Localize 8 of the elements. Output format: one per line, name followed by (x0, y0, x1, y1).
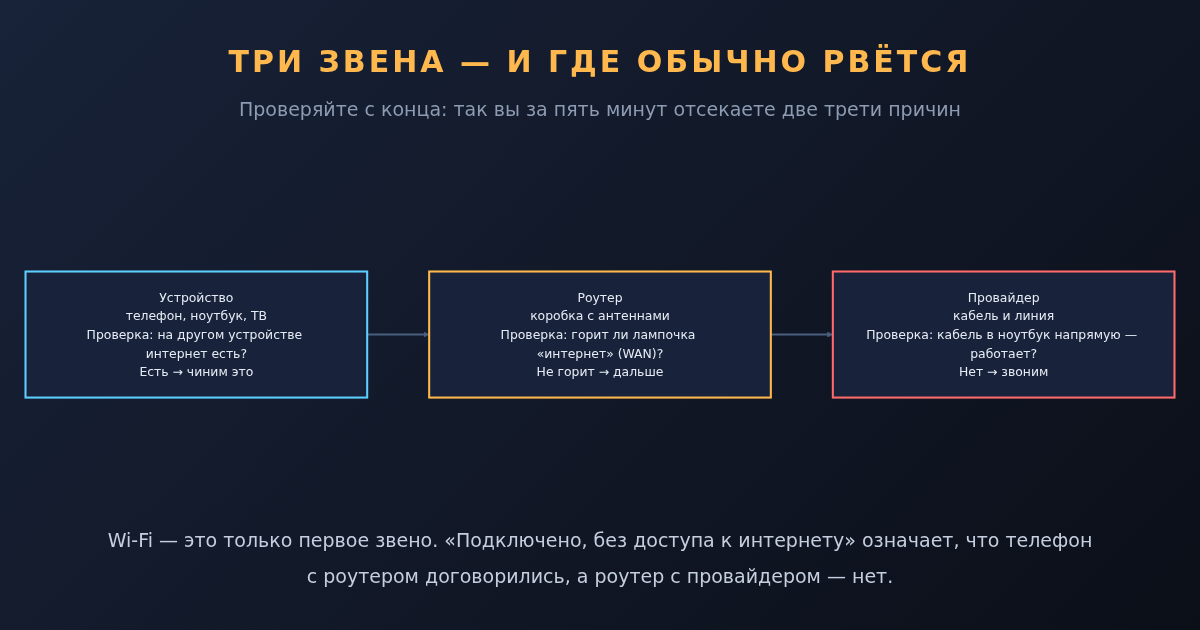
node-box (24, 270, 369, 400)
title: ТРИ ЗВЕНА — И ГДЕ ОБЫЧНО РВЁТСЯ (227, 44, 973, 79)
node-box (831, 270, 1176, 400)
arrow (367, 331, 430, 338)
node-box (428, 270, 772, 400)
caption: Wi-Fi — это только первое звено. «Подключено, без доступа к интернету» означает, что телефон с роутером договорились, а роутер с провайдером — нет. (106, 528, 1094, 589)
flowchart: Устройство телефон, ноутбук, ТВ Проверка: на другом устройстве интернет есть? Есть → чиним это Роутер коробка с антеннами Проверка: горит ли лампочка «интернет» (WAN)? Не горит → дальше Провайдер кабель и линия Проверка: кабель в ноутбук напрямую — работает? Нет → звоним (20, 266, 1180, 404)
subtitle: Проверяйте с конца: так вы за пять минут отсекаете две трети причин (238, 98, 962, 120)
